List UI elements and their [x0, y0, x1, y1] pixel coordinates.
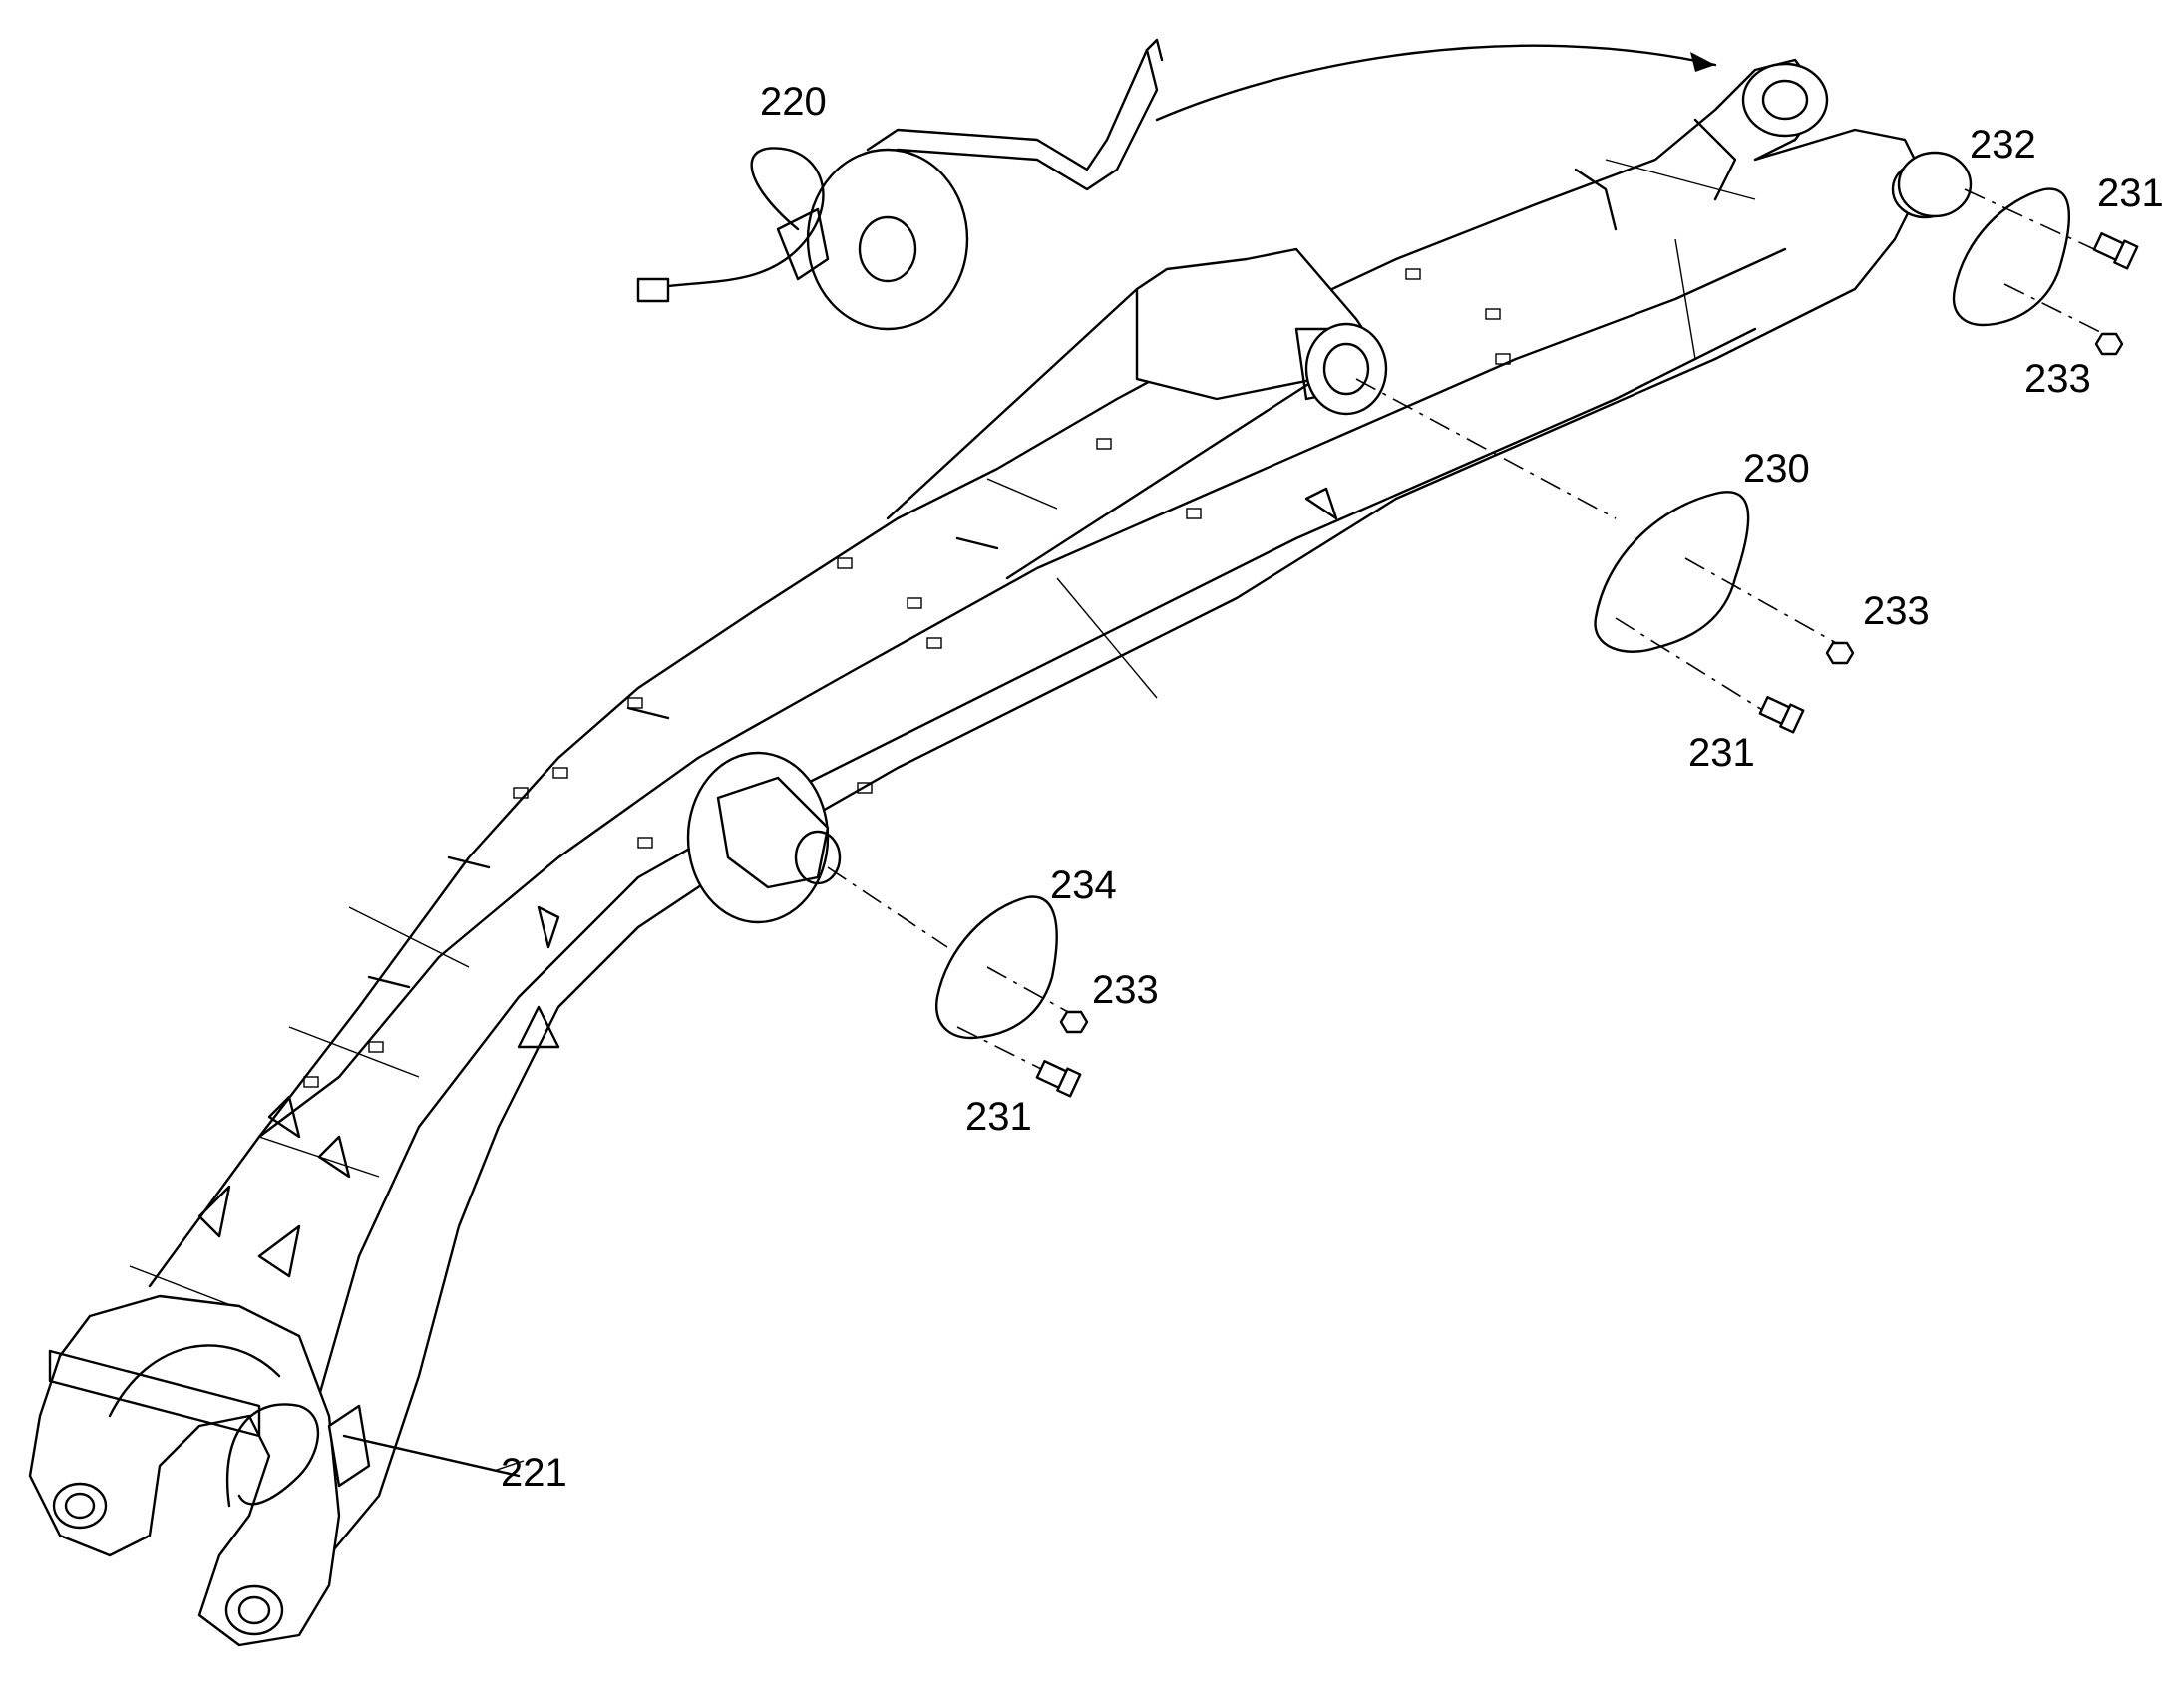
callout-233-right: 233 [2024, 357, 2091, 401]
wire-harness-221 [225, 1403, 521, 1508]
callout-221: 221 [501, 1451, 567, 1495]
leader-lines [493, 1460, 525, 1472]
sensor-assembly-220 [636, 38, 1164, 331]
cover-plate-234 [935, 895, 1058, 1040]
callout-231-right: 231 [2097, 171, 2164, 215]
callout-233-left: 233 [1092, 968, 1159, 1012]
callout-220: 220 [760, 80, 827, 124]
callout-230: 230 [1743, 447, 1810, 491]
bolt-231-set [1035, 232, 2139, 1098]
callout-231-mid: 231 [1688, 731, 1755, 775]
cover-plate-232 [1952, 187, 2070, 327]
callout-232: 232 [1970, 123, 2036, 167]
callout-231-left: 231 [965, 1095, 1032, 1139]
motion-arrow [1155, 44, 1717, 122]
nut-233-set [1059, 332, 2124, 1034]
callout-233-mid: 233 [1863, 589, 1930, 633]
callout-234: 234 [1050, 863, 1117, 907]
boom-arm [28, 58, 1959, 1647]
cover-plate-230 [1594, 491, 1750, 653]
center-lines [827, 188, 2115, 1078]
